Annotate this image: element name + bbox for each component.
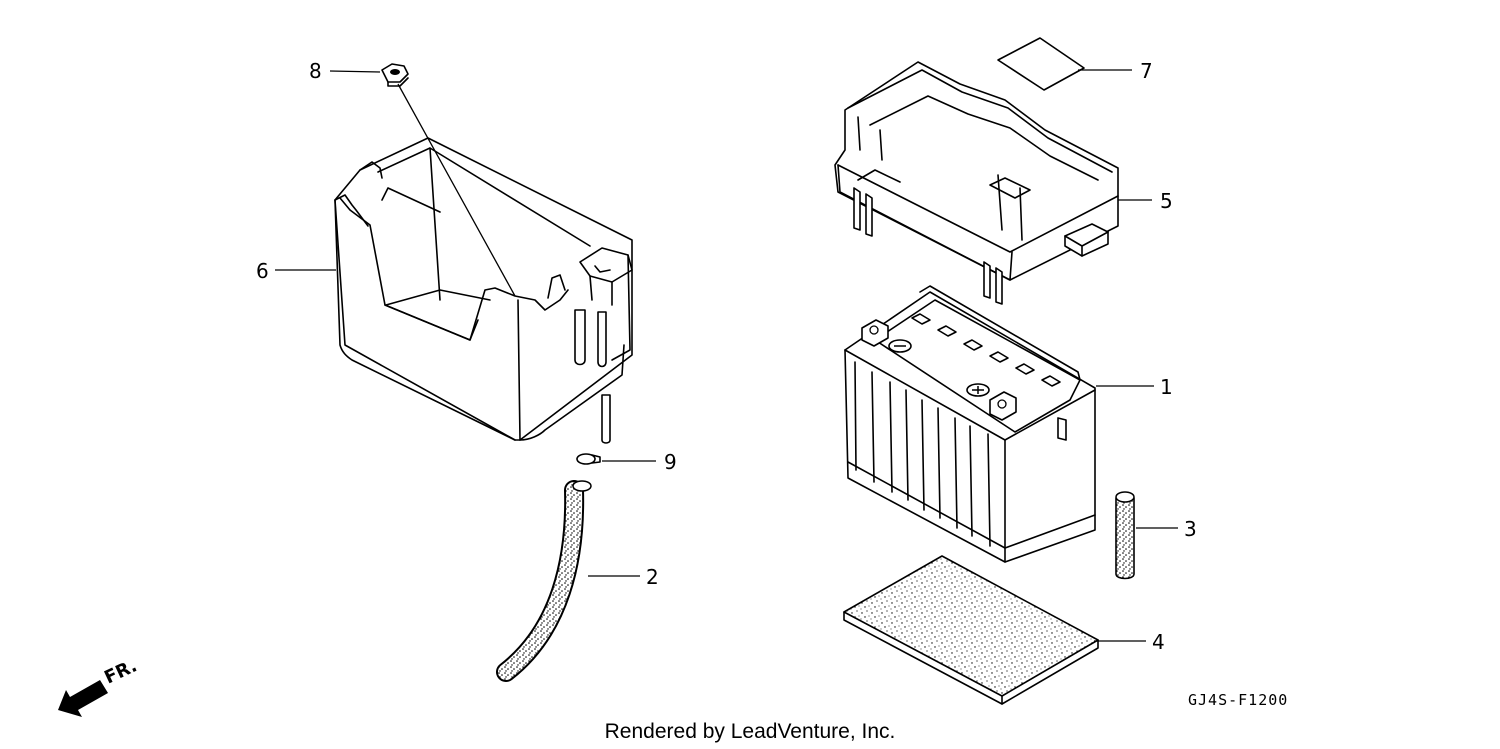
- callout-4: 4: [1152, 630, 1165, 654]
- callout-1: 1: [1160, 375, 1173, 399]
- callout-9: 9: [664, 450, 677, 474]
- nut-icon[interactable]: [381, 63, 409, 87]
- battery-cover-icon[interactable]: [834, 61, 1119, 305]
- direction-label: FR.: [101, 655, 140, 688]
- front-direction-arrow-icon: FR.: [58, 655, 140, 717]
- battery-icon[interactable]: [844, 285, 1096, 563]
- render-credit: Rendered by LeadVenture, Inc.: [605, 720, 896, 743]
- callout-3: 3: [1184, 517, 1197, 541]
- callout-6: 6: [256, 259, 269, 283]
- tube-clip-icon[interactable]: [576, 453, 601, 465]
- callout-8: 8: [309, 59, 322, 83]
- battery-pad-icon[interactable]: [843, 555, 1099, 705]
- callout-5: 5: [1160, 189, 1173, 213]
- battery-box-icon[interactable]: [334, 137, 633, 444]
- diagram-code: GJ4S-F1200: [1188, 691, 1288, 709]
- caution-label-icon[interactable]: [997, 37, 1085, 91]
- callout-7: 7: [1140, 59, 1153, 83]
- breather-tube-short-icon[interactable]: [1115, 491, 1135, 580]
- callout-2: 2: [646, 565, 659, 589]
- breather-tube-long-icon[interactable]: [496, 480, 592, 682]
